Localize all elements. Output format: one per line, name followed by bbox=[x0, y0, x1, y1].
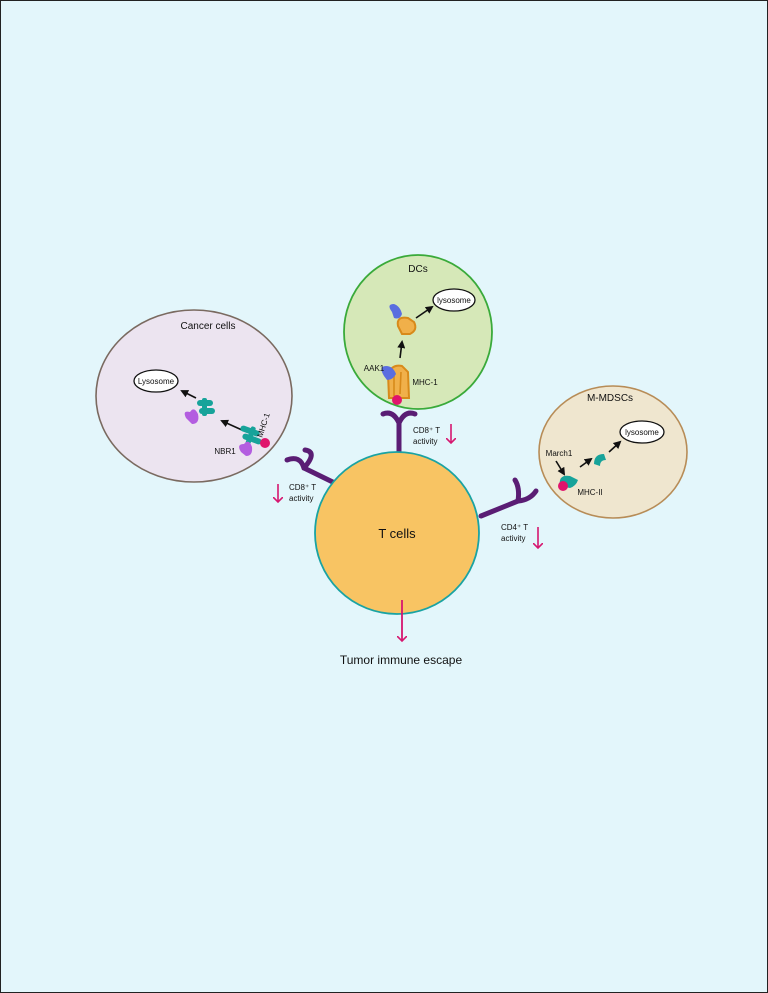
cancer-cell-label: Cancer cells bbox=[180, 321, 235, 332]
mdsc-arrow-to-lysosome bbox=[608, 440, 622, 453]
cancer-arrow-internalize bbox=[220, 419, 243, 431]
mdsc-adaptor-label: March1 bbox=[546, 449, 573, 458]
mdsc-arrow-march1 bbox=[555, 460, 566, 476]
cancer-effect-line1: CD8⁺ T bbox=[289, 483, 316, 492]
mdsc-arrow-degrade bbox=[579, 457, 593, 468]
mdsc-effect-line1: CD4⁺ T bbox=[501, 523, 528, 532]
dc-arrow-internalize bbox=[397, 340, 406, 359]
outcome-label: Tumor immune escape bbox=[340, 653, 463, 667]
dc-lysosome-label: lysosome bbox=[437, 296, 471, 305]
dc-effect-line1: CD8⁺ T bbox=[413, 426, 440, 435]
t-cell-label: T cells bbox=[378, 526, 416, 541]
dc-mhc1-internal bbox=[389, 304, 417, 335]
cancer-adaptor-label: NBR1 bbox=[214, 447, 236, 456]
mdsc-effect-line2: activity bbox=[501, 534, 525, 543]
dc-adaptor-label: AAK1 bbox=[364, 364, 385, 373]
cancer-mhc1-internal bbox=[184, 398, 215, 424]
mdsc-lysosome-label: lysosome bbox=[625, 428, 659, 437]
dc-arrow-to-lysosome bbox=[415, 305, 434, 319]
cancer-cell bbox=[95, 309, 293, 483]
mdsc-mhc2-internal bbox=[594, 454, 606, 466]
dc-mhc-label: MHC-1 bbox=[412, 378, 438, 387]
cancer-lysosome-label: Lysosome bbox=[138, 377, 175, 386]
dc-effect: CD8⁺ T activity bbox=[413, 424, 451, 446]
t-cell bbox=[314, 451, 480, 615]
dc-effect-line2: activity bbox=[413, 437, 437, 446]
cancer-effect-line2: activity bbox=[289, 494, 313, 503]
dc-lysosome bbox=[432, 288, 476, 312]
mdsc-mhc2-surface bbox=[558, 475, 578, 491]
receptor-mdsc bbox=[478, 477, 539, 519]
dc-mhc1-surface bbox=[381, 364, 411, 405]
mdsc-effect: CD4⁺ T activity bbox=[501, 523, 538, 548]
dc-cell-label: DCs bbox=[408, 264, 427, 275]
cancer-effect: CD8⁺ T activity bbox=[278, 483, 316, 503]
mdsc-cell-label: M-MDSCs bbox=[587, 393, 633, 404]
cancer-mhc1-surface bbox=[239, 425, 270, 456]
cancer-lysosome bbox=[133, 369, 179, 393]
cancer-arrow-to-lysosome bbox=[180, 390, 197, 399]
mdsc-cell bbox=[538, 385, 688, 519]
mdsc-lysosome bbox=[619, 420, 665, 444]
mdsc-mhc-label: MHC-II bbox=[577, 488, 602, 497]
